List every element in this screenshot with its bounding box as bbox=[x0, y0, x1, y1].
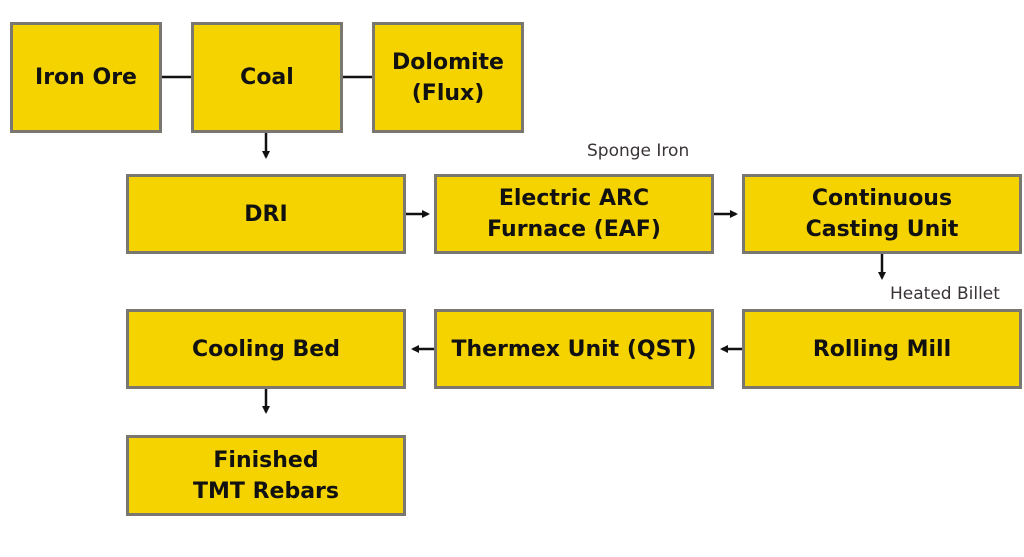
node-dri: DRI bbox=[126, 174, 406, 254]
node-thermex: Thermex Unit (QST) bbox=[434, 309, 714, 389]
node-finished-tmt: Finished TMT Rebars bbox=[126, 435, 406, 516]
node-continuous-casting: Continuous Casting Unit bbox=[742, 174, 1022, 254]
label-heated-billet: Heated Billet bbox=[890, 284, 1000, 304]
node-iron-ore: Iron Ore bbox=[10, 22, 162, 133]
node-dolomite: Dolomite (Flux) bbox=[372, 22, 524, 133]
node-eaf: Electric ARC Furnace (EAF) bbox=[434, 174, 714, 254]
label-sponge-iron: Sponge Iron bbox=[587, 141, 690, 161]
node-cooling-bed: Cooling Bed bbox=[126, 309, 406, 389]
node-coal: Coal bbox=[191, 22, 343, 133]
node-rolling-mill: Rolling Mill bbox=[742, 309, 1022, 389]
